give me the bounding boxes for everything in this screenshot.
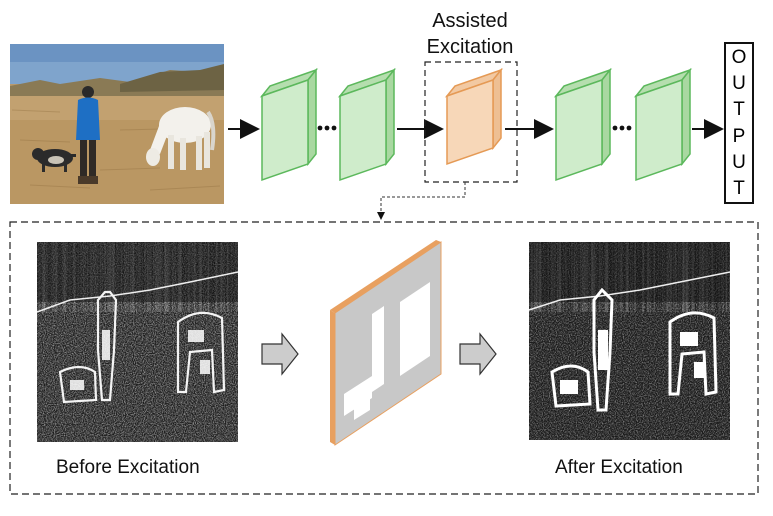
block-arrow-1 — [261, 332, 299, 376]
output-letter: U — [732, 151, 746, 173]
assisted-label-line2: Excitation — [426, 36, 514, 58]
output-letter: U — [732, 72, 746, 94]
output-box: O U T P U T — [724, 42, 754, 204]
output-letter: P — [732, 125, 746, 147]
assisted-label-line1: Assisted — [432, 10, 508, 32]
block-arrow-2 — [459, 332, 497, 376]
conv-layer-1 — [259, 67, 319, 182]
assisted-excitation-title: Assisted Excitation — [405, 8, 535, 60]
conv-layer-3 — [553, 67, 613, 182]
conv-layer-2 — [337, 67, 397, 182]
ellipsis-dots-1 — [317, 125, 337, 131]
input-photo — [10, 44, 224, 204]
output-letter: O — [731, 46, 747, 68]
assisted-excitation-box — [424, 61, 518, 183]
excitation-detail-panel — [9, 221, 759, 495]
spatial-mask — [330, 240, 442, 446]
assisted-excitation-layer — [444, 67, 504, 166]
conv-layer-4 — [633, 67, 693, 182]
ellipsis-dots-2 — [612, 125, 632, 131]
output-letter: T — [733, 99, 745, 121]
feature-map-after — [528, 242, 731, 440]
output-letter: T — [733, 178, 745, 200]
caption-after: After Excitation — [555, 457, 683, 478]
caption-before: Before Excitation — [56, 457, 200, 478]
feature-map-before — [36, 242, 239, 442]
zoom-connector — [377, 182, 466, 220]
